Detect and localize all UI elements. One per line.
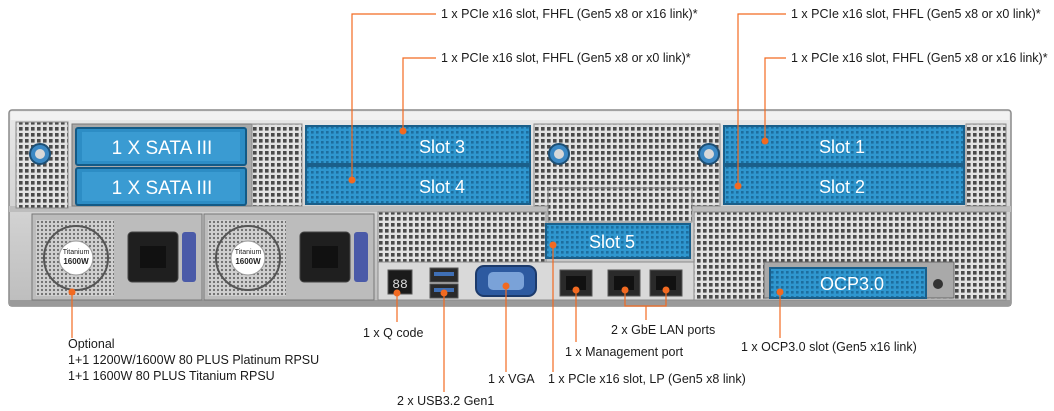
psu-2-badge-line2: 1600W [235,257,261,266]
psu-2[interactable]: Titanium 1600W [203,213,375,301]
sata-bay-2[interactable]: 1 X SATA III [75,167,247,206]
screw-icon [698,143,720,165]
sata-bay-1[interactable]: 1 X SATA III [75,127,247,166]
callout-slot4: 1 x PCIe x16 slot, FHFL (Gen5 x8 or x0 l… [441,51,691,65]
lan-port-2[interactable] [649,269,683,297]
vga-port[interactable] [475,265,537,297]
callout-psu-optional: Optional [68,337,115,351]
psu-1[interactable]: Titanium 1600W [31,213,203,301]
q-code-display: 88 [387,269,413,295]
leader-dot [776,288,784,296]
ocp-slot-label: OCP3.0 [820,274,884,294]
slot-3[interactable]: Slot 3 [305,125,531,165]
slot-2-label: Slot 2 [819,177,865,197]
leader-dot [502,282,510,290]
slot-5-label: Slot 5 [589,232,635,252]
ocp-screw-icon [933,279,943,289]
management-port[interactable] [559,269,593,297]
slot-4-label: Slot 4 [419,177,465,197]
ocp-slot[interactable]: OCP3.0 [763,261,955,299]
callout-slot1: 1 x PCIe x16 slot, FHFL (Gen5 x8 or x16 … [791,51,1048,65]
leader-lines [68,13,786,392]
callout-pcie-lp: 1 x PCIe x16 slot, LP (Gen5 x8 link) [548,372,746,386]
leader-dot [572,286,580,294]
vent-right-top [965,123,1007,207]
leader-slot2 [737,13,786,186]
q-code-digits: 88 [392,277,408,292]
leader-slot1 [764,57,786,141]
leader-dot [662,286,670,294]
slot-5[interactable]: Slot 5 [545,223,691,259]
psu-1-badge-line2: 1600W [63,257,89,266]
slot-4[interactable]: Slot 4 [305,165,531,205]
screw-icon [29,143,51,165]
vent-middle-lower [547,187,693,223]
callout-mgmt: 1 x Management port [565,345,684,359]
leader-dot [393,289,401,297]
slot-1[interactable]: Slot 1 [723,125,965,165]
callout-usb: 2 x USB3.2 Gen1 [397,394,495,408]
callout-ocp: 1 x OCP3.0 slot (Gen5 x16 link) [741,340,917,354]
leader-slot3-dot [402,57,436,131]
callout-psu-titanium: 1+1 1600W 80 PLUS Titanium RPSU [68,369,275,383]
leader-dot [440,289,448,297]
callout-slot3: 1 x PCIe x16 slot, FHFL (Gen5 x8 or x16 … [441,7,698,21]
leader-dot [734,182,742,190]
leader-dot [621,286,629,294]
sata-bay-1-label: 1 X SATA III [112,138,213,159]
leader-dot [549,241,557,249]
leader-dot [761,137,769,145]
psu-2-badge [230,240,266,276]
callout-vga: 1 x VGA [488,372,535,386]
leader-dot [68,288,76,296]
slot-1-label: Slot 1 [819,137,865,157]
slot-2[interactable]: Slot 2 [723,165,965,205]
psu-1-badge-line1: Titanium [63,249,90,256]
sata-bay-2-label: 1 X SATA III [112,178,213,199]
callout-qcode: 1 x Q code [363,326,424,340]
callout-lan: 2 x GbE LAN ports [611,323,716,337]
screw-icon [548,143,570,165]
slot-3-label: Slot 3 [419,137,465,157]
psu-2-badge-line1: Titanium [235,249,262,256]
leader-slot3 [351,13,436,128]
callout-slot2: 1 x PCIe x16 slot, FHFL (Gen5 x8 or x0 l… [791,7,1041,21]
callout-psu-platinum: 1+1 1200W/1600W 80 PLUS Platinum RPSU [68,353,320,367]
psu-1-badge [58,240,94,276]
